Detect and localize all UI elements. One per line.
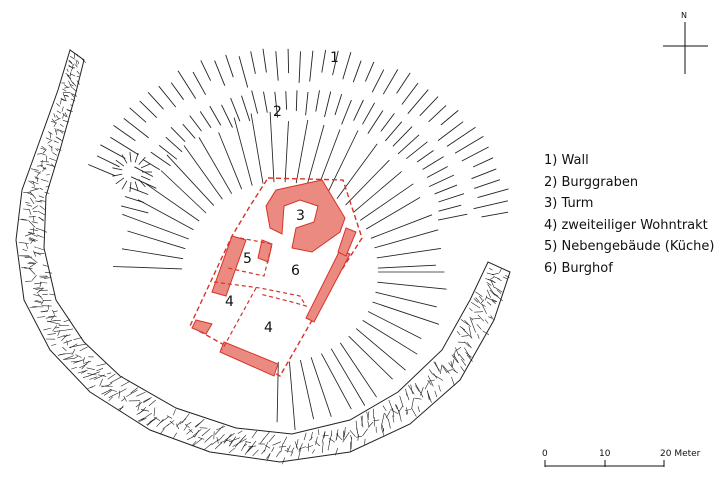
label-nebengebaeude: 5 (243, 251, 252, 267)
wall-southwest-segment (191, 319, 213, 335)
castle-outline (189, 177, 363, 377)
legend-item-wohntrakt: 4) zweiteiliger Wohntrakt (544, 217, 708, 233)
north-arrow: N (663, 11, 708, 74)
legend-item-burghof: 6) Burghof (544, 260, 613, 276)
legend-item-wall: 1) Wall (544, 153, 589, 168)
legend: 1) Wall 2) Burggraben 3) Turm 4) zweitei… (544, 150, 714, 279)
inner-slope-hachures (112, 111, 447, 431)
moat-slope-hachures (88, 48, 509, 221)
label-wall: 1 (330, 50, 339, 66)
scale-label-10: 10 (599, 449, 611, 459)
wall-south-segment (219, 341, 279, 377)
cliff-rock-band (15, 49, 511, 465)
label-burggraben: 2 (273, 104, 282, 120)
partition-rooms (221, 287, 257, 351)
scale-label-20: 20 Meter (660, 449, 701, 459)
castle-plan (189, 177, 363, 377)
label-turm: 3 (296, 208, 305, 224)
wall-east-segment (305, 249, 351, 323)
legend-item-nebengebaeude: 5) Nebengebäude (Küche) (544, 239, 715, 254)
label-wohntrakt-b: 4 (264, 320, 273, 336)
wall-northeast-segment (337, 227, 357, 257)
tower-ruin (265, 179, 346, 253)
label-wohntrakt-a: 4 (225, 294, 234, 310)
north-label: N (681, 11, 687, 20)
wall-west-segment (211, 235, 247, 297)
label-burghof: 6 (291, 263, 300, 279)
partition-kitchen (227, 237, 273, 277)
scale-bar: 0 10 20 Meter (542, 449, 701, 467)
partition-hall (213, 281, 308, 307)
legend-item-burggraben: 2) Burggraben (544, 174, 639, 190)
scale-label-0: 0 (542, 449, 548, 459)
legend-item-turm: 3) Turm (544, 196, 594, 211)
